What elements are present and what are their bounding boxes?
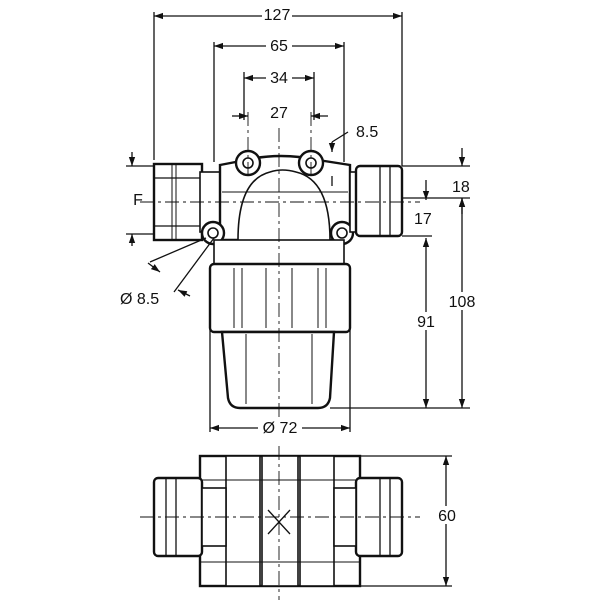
front-view	[140, 112, 420, 420]
bowl-ring	[208, 239, 352, 334]
dim-hole-diameter-top: 8.5	[356, 124, 378, 141]
dim-thread-label: F	[133, 192, 143, 209]
dim-height-total: 108	[449, 294, 476, 311]
top-view	[140, 446, 420, 600]
dimensions: 127 65 34 27 8.5 F Ø 8.5	[120, 4, 480, 437]
dim-body-depth: 60	[438, 508, 456, 525]
dim-hole-spacing-outer: 34	[270, 70, 288, 87]
filter-bowl	[220, 330, 336, 410]
dim-height-bowl: 91	[417, 314, 435, 331]
dim-inlet-offset: 18	[452, 179, 470, 196]
dim-hole-diameter-bottom: Ø 8.5	[120, 291, 159, 308]
dim-outlet-offset: 17	[414, 211, 432, 228]
dim-hole-spacing-inner: 27	[270, 105, 288, 122]
outlet-port	[349, 164, 404, 238]
dim-bowl-diameter: Ø 72	[263, 420, 298, 437]
dim-flange-width: 65	[270, 38, 288, 55]
mounting-holes	[200, 149, 355, 246]
dim-body-depth-group: 60	[360, 455, 462, 587]
dim-overall-width: 127	[264, 7, 291, 24]
